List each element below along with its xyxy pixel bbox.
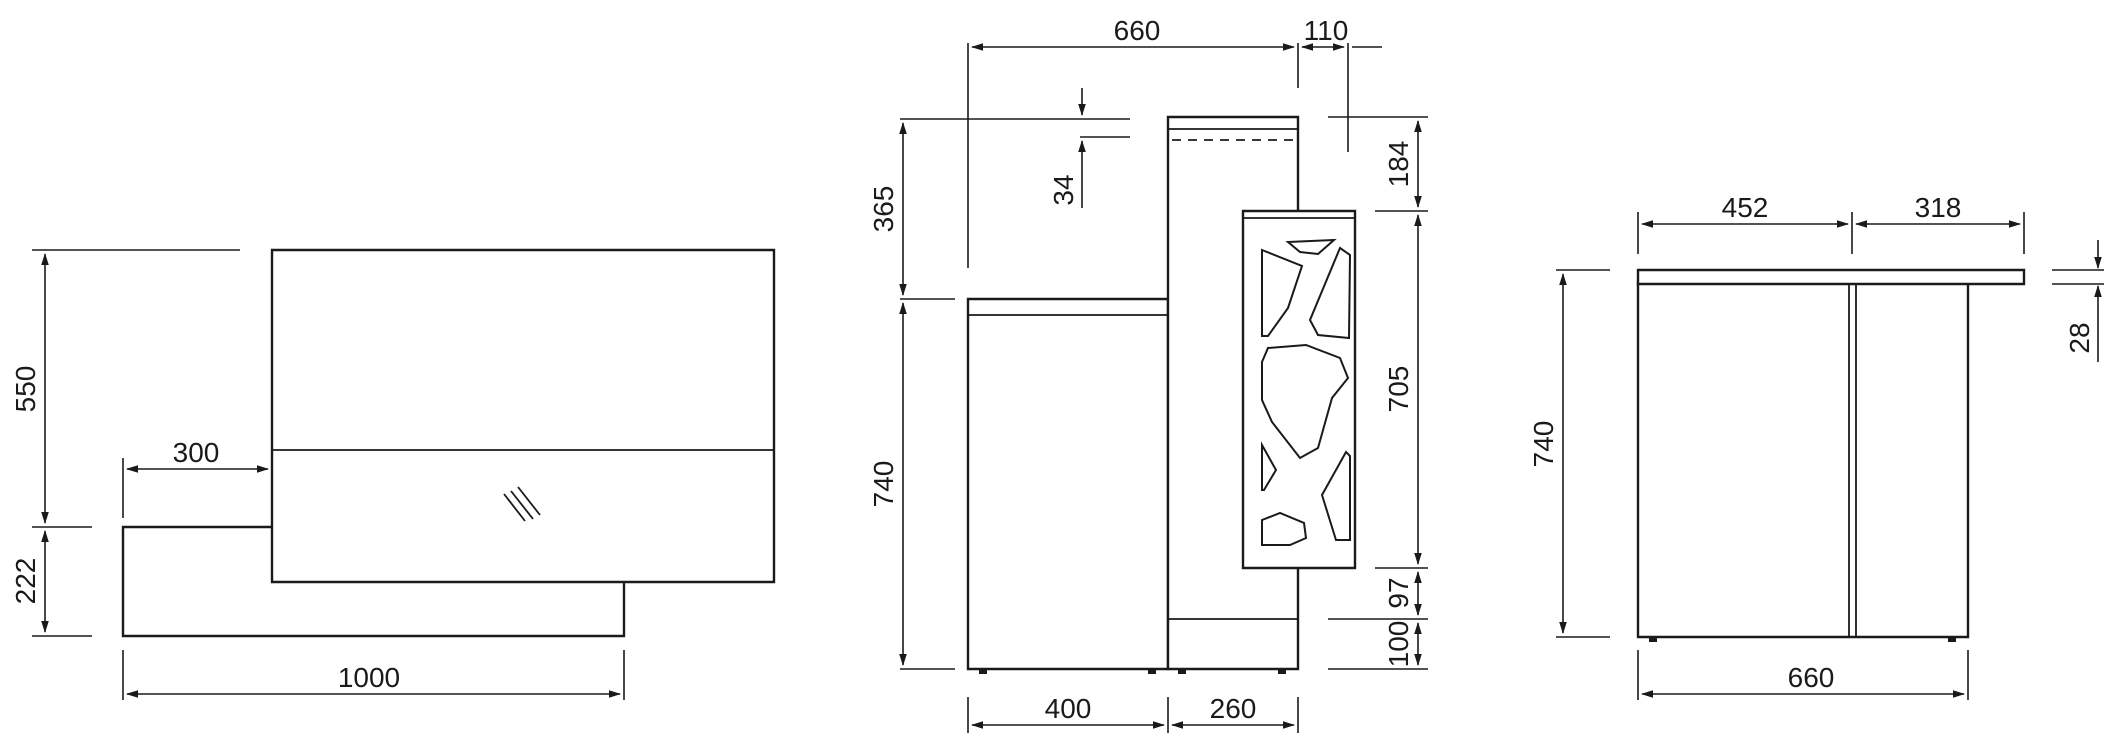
foot — [1278, 669, 1286, 674]
dim-label-28: 28 — [2064, 322, 2095, 353]
dim-label-740: 740 — [868, 461, 899, 508]
dim-label-365: 365 — [868, 186, 899, 233]
dim-label-705: 705 — [1383, 366, 1414, 413]
glass-hatch-mark — [504, 487, 540, 521]
side-view: 452 318 740 28 660 — [1528, 192, 2104, 700]
dim-label-100: 100 — [1383, 621, 1414, 668]
dim-label-222: 222 — [10, 558, 41, 605]
dim-label-740-side: 740 — [1528, 421, 1559, 468]
front-view: 660 110 34 365 740 184 705 97 100 400 26… — [868, 15, 1428, 733]
low-counter-body — [968, 299, 1168, 669]
dim-label-660-side: 660 — [1788, 662, 1835, 693]
dim-label-300: 300 — [173, 437, 220, 468]
side-cabinet-body — [1638, 282, 1968, 637]
dim-label-97: 97 — [1383, 577, 1414, 608]
dim-label-1000: 1000 — [338, 662, 400, 693]
dim-label-660: 660 — [1114, 15, 1161, 46]
top-view: 550 222 300 1000 — [10, 250, 774, 700]
foot — [1948, 637, 1956, 642]
dim-label-452: 452 — [1722, 192, 1769, 223]
dim-label-318: 318 — [1915, 192, 1962, 223]
dim-label-34: 34 — [1048, 174, 1079, 205]
dim-label-110: 110 — [1304, 15, 1349, 46]
panel-cutouts — [1262, 240, 1350, 545]
side-counter-top — [1638, 270, 2024, 284]
dim-label-260: 260 — [1210, 693, 1257, 724]
dim-label-184: 184 — [1383, 141, 1414, 188]
dim-label-400: 400 — [1045, 693, 1092, 724]
upper-counter-top — [272, 250, 774, 582]
foot — [1148, 669, 1156, 674]
foot — [1649, 637, 1657, 642]
foot — [1178, 669, 1186, 674]
dim-label-550: 550 — [10, 366, 41, 413]
foot — [979, 669, 987, 674]
